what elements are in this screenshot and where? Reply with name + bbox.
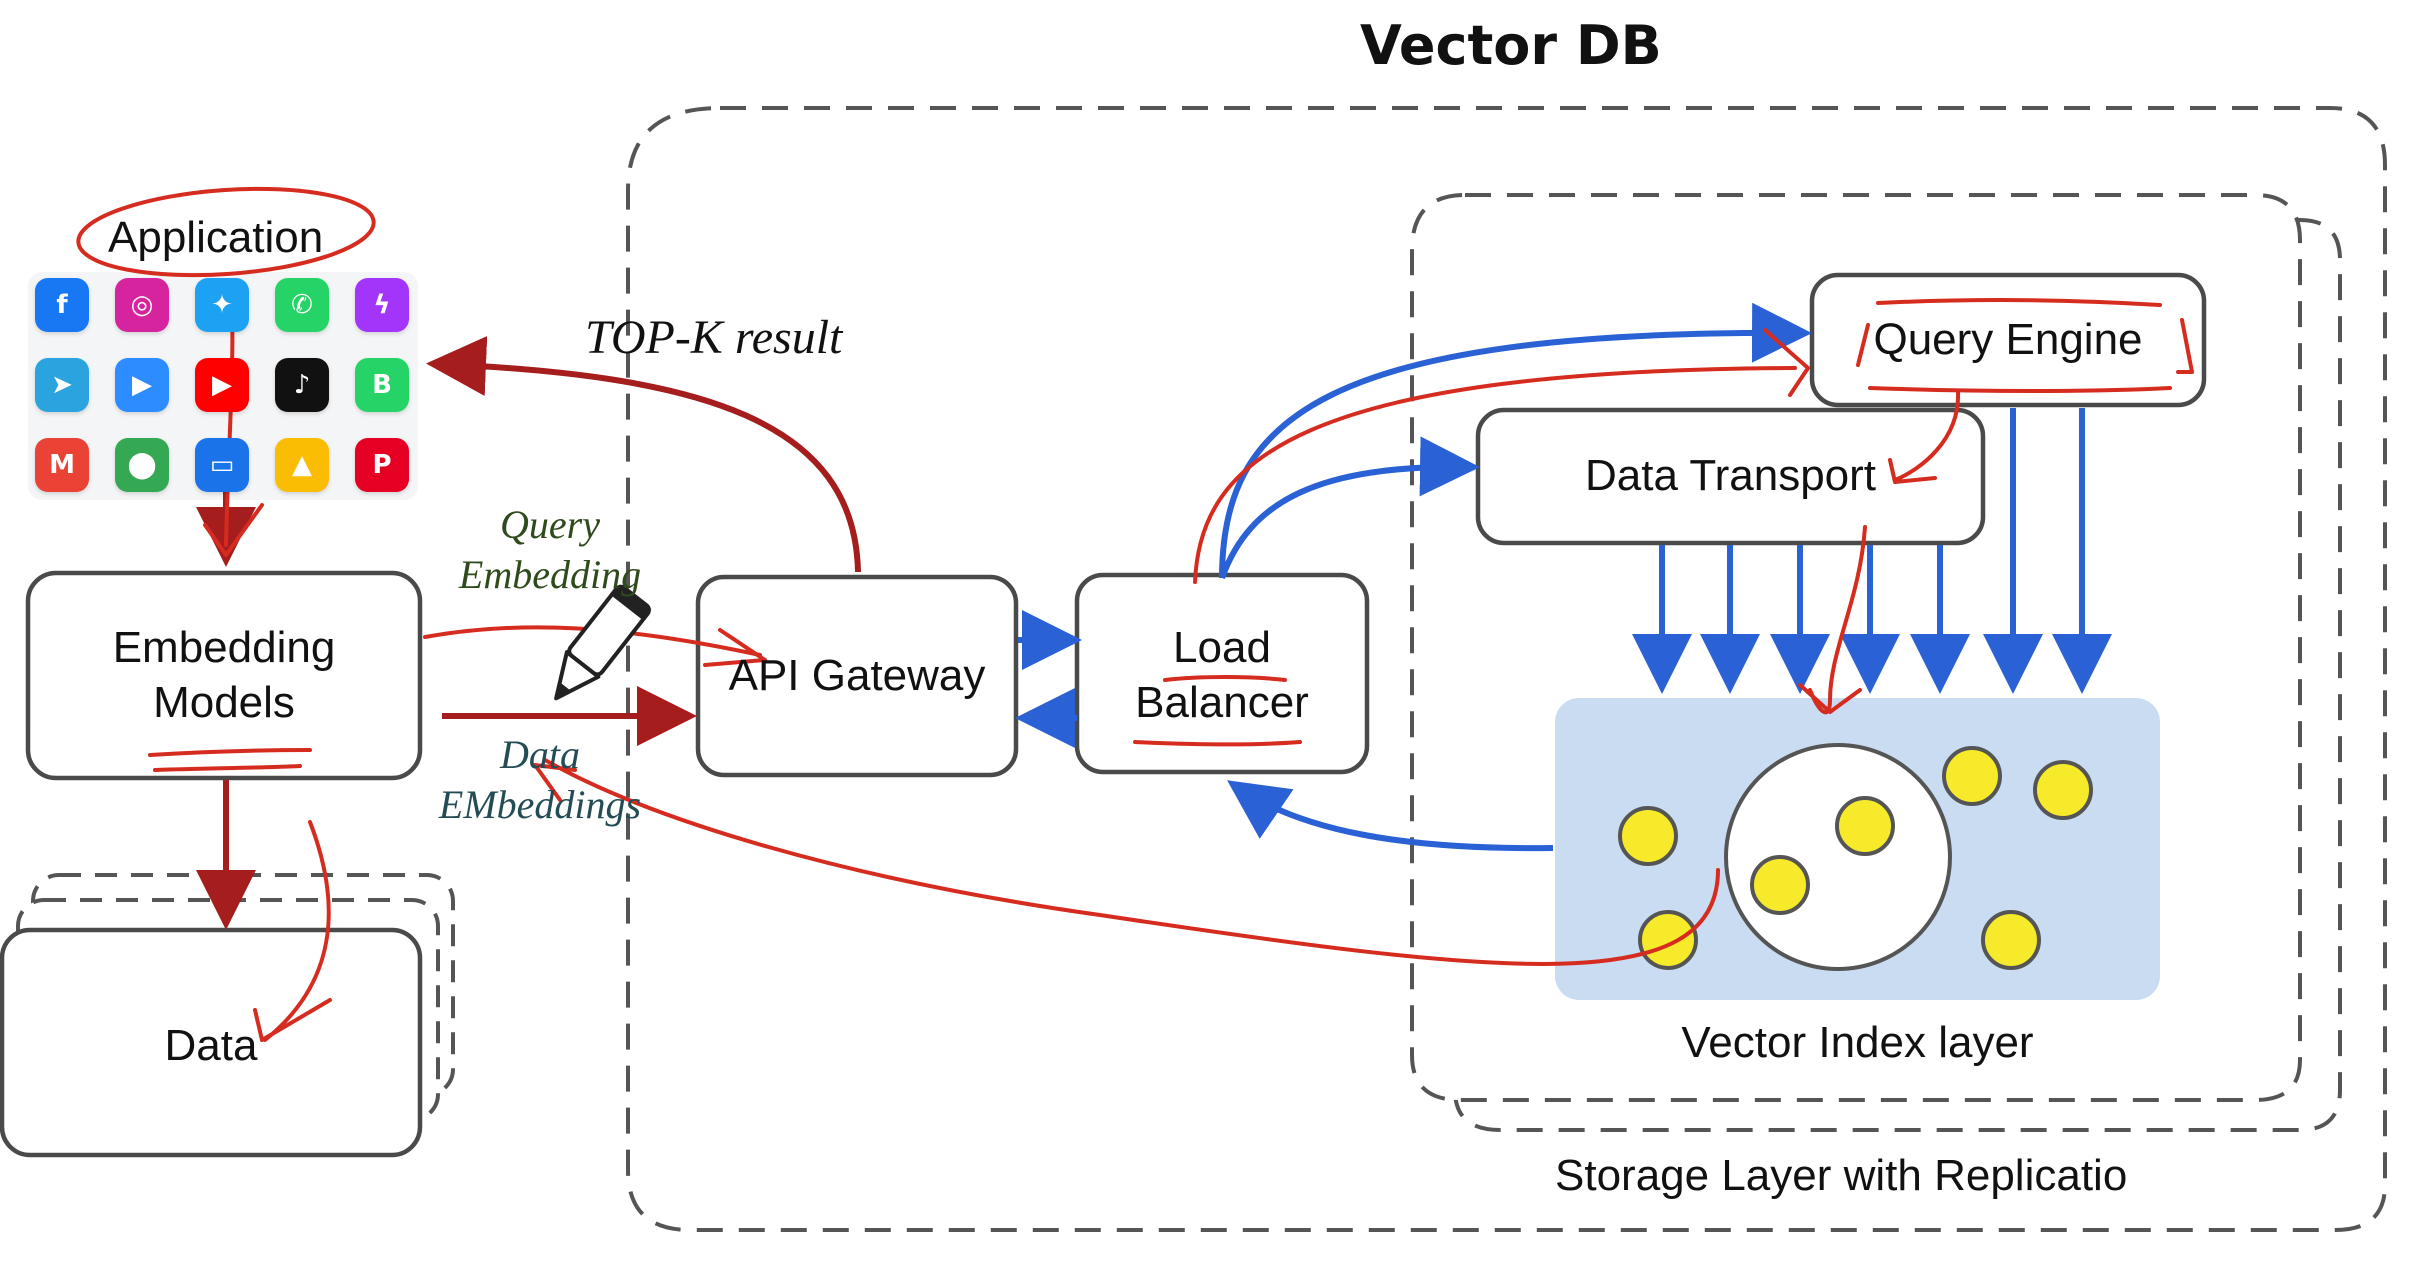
data-label: Data — [164, 1021, 258, 1070]
data-embeddings-line2: EMbeddings — [438, 782, 642, 827]
annotation-query-embedding — [423, 625, 767, 667]
blue-arrow-lb-to-query-engine — [1219, 302, 1812, 579]
data-box — [0, 927, 423, 1158]
blue-arrow-index-to-lb — [1227, 780, 1554, 852]
diagram-title: Vector DB — [1360, 14, 1662, 77]
google-meet-icon[interactable]: ▭ — [195, 438, 249, 492]
pencil-icon — [554, 584, 652, 701]
youtube-icon[interactable]: ▶ — [195, 358, 249, 412]
application-label: Application — [108, 213, 324, 262]
gmail-icon[interactable]: M — [35, 438, 89, 492]
load-balancer-line2: Balancer — [1135, 678, 1309, 727]
google-maps-icon[interactable]: ⬤ — [115, 438, 169, 492]
red-arrow-top-k-result — [426, 336, 861, 573]
tiktok-icon[interactable]: ♪ — [275, 358, 329, 412]
annotation-query-underline — [1868, 298, 2172, 393]
query-engine-box — [1809, 272, 2207, 408]
annotation-query-to-transport — [1888, 390, 1961, 484]
annotation-embedding-underline — [148, 748, 312, 772]
data-embeddings-line1: Data — [500, 732, 580, 777]
annotation-data-embeddings — [533, 758, 1720, 966]
annotation-transport-to-index — [1798, 525, 1867, 715]
vector-point — [1618, 806, 1678, 866]
google-drive-icon[interactable]: ▲ — [275, 438, 329, 492]
embedding-models-box — [25, 570, 423, 781]
annotation-lb-to-query — [1193, 328, 1810, 584]
load-balancer-line1: Load — [1173, 623, 1271, 672]
annotation-query-brackets — [1856, 318, 2194, 374]
data-transport-label: Data Transport — [1584, 451, 1877, 500]
whatsapp-business-icon[interactable]: B — [355, 358, 409, 412]
query-embedding-label: Query Embedding — [440, 500, 660, 600]
pinterest-icon[interactable]: P — [355, 438, 409, 492]
api-gateway-label: API Gateway — [728, 651, 986, 700]
vector-point — [2033, 760, 2093, 820]
vector-point — [1750, 855, 1810, 915]
query-embedding-line1: Query — [500, 502, 600, 547]
blue-arrow-lb-to-data-transport — [1219, 436, 1480, 580]
vector-point — [1638, 910, 1698, 970]
storage-layer-label: Storage Layer with Replicatio — [1555, 1151, 2128, 1200]
query-engine-label: Query Engine — [1873, 315, 2143, 364]
vector-point — [1981, 910, 2041, 970]
twitter-icon[interactable]: ✦ — [195, 278, 249, 332]
zoom-icon[interactable]: ▶ — [115, 358, 169, 412]
data-embeddings-label: Data EMbeddings — [430, 730, 650, 830]
storage-layer-back — [1453, 218, 2342, 1132]
annotation-application-circle — [76, 186, 376, 278]
query-embedding-line2: Embedding — [458, 552, 642, 597]
vector-point — [1835, 796, 1895, 856]
annotation-data-down — [253, 820, 332, 1042]
vector-point — [1942, 746, 2002, 806]
load-balancer-label: Load Balancer — [1077, 620, 1367, 730]
vector-index-layer-label: Vector Index layer — [1681, 1018, 2034, 1067]
cluster-circle — [1724, 743, 1952, 971]
telegram-icon[interactable]: ➤ — [35, 358, 89, 412]
top-k-result-label: TOP-K result — [585, 311, 843, 364]
embedding-models-line2: Models — [153, 678, 295, 727]
annotation-load-underline — [1163, 675, 1287, 682]
messenger-icon[interactable]: ϟ — [355, 278, 409, 332]
facebook-icon[interactable]: f — [35, 278, 89, 332]
annotation-balancer-underline — [1133, 740, 1302, 747]
embedding-models-line1: Embedding — [112, 623, 336, 672]
whatsapp-icon[interactable]: ✆ — [275, 278, 329, 332]
api-gateway-box — [695, 574, 1019, 778]
embedding-models-label: Embedding Models — [28, 620, 420, 730]
instagram-icon[interactable]: ◎ — [115, 278, 169, 332]
